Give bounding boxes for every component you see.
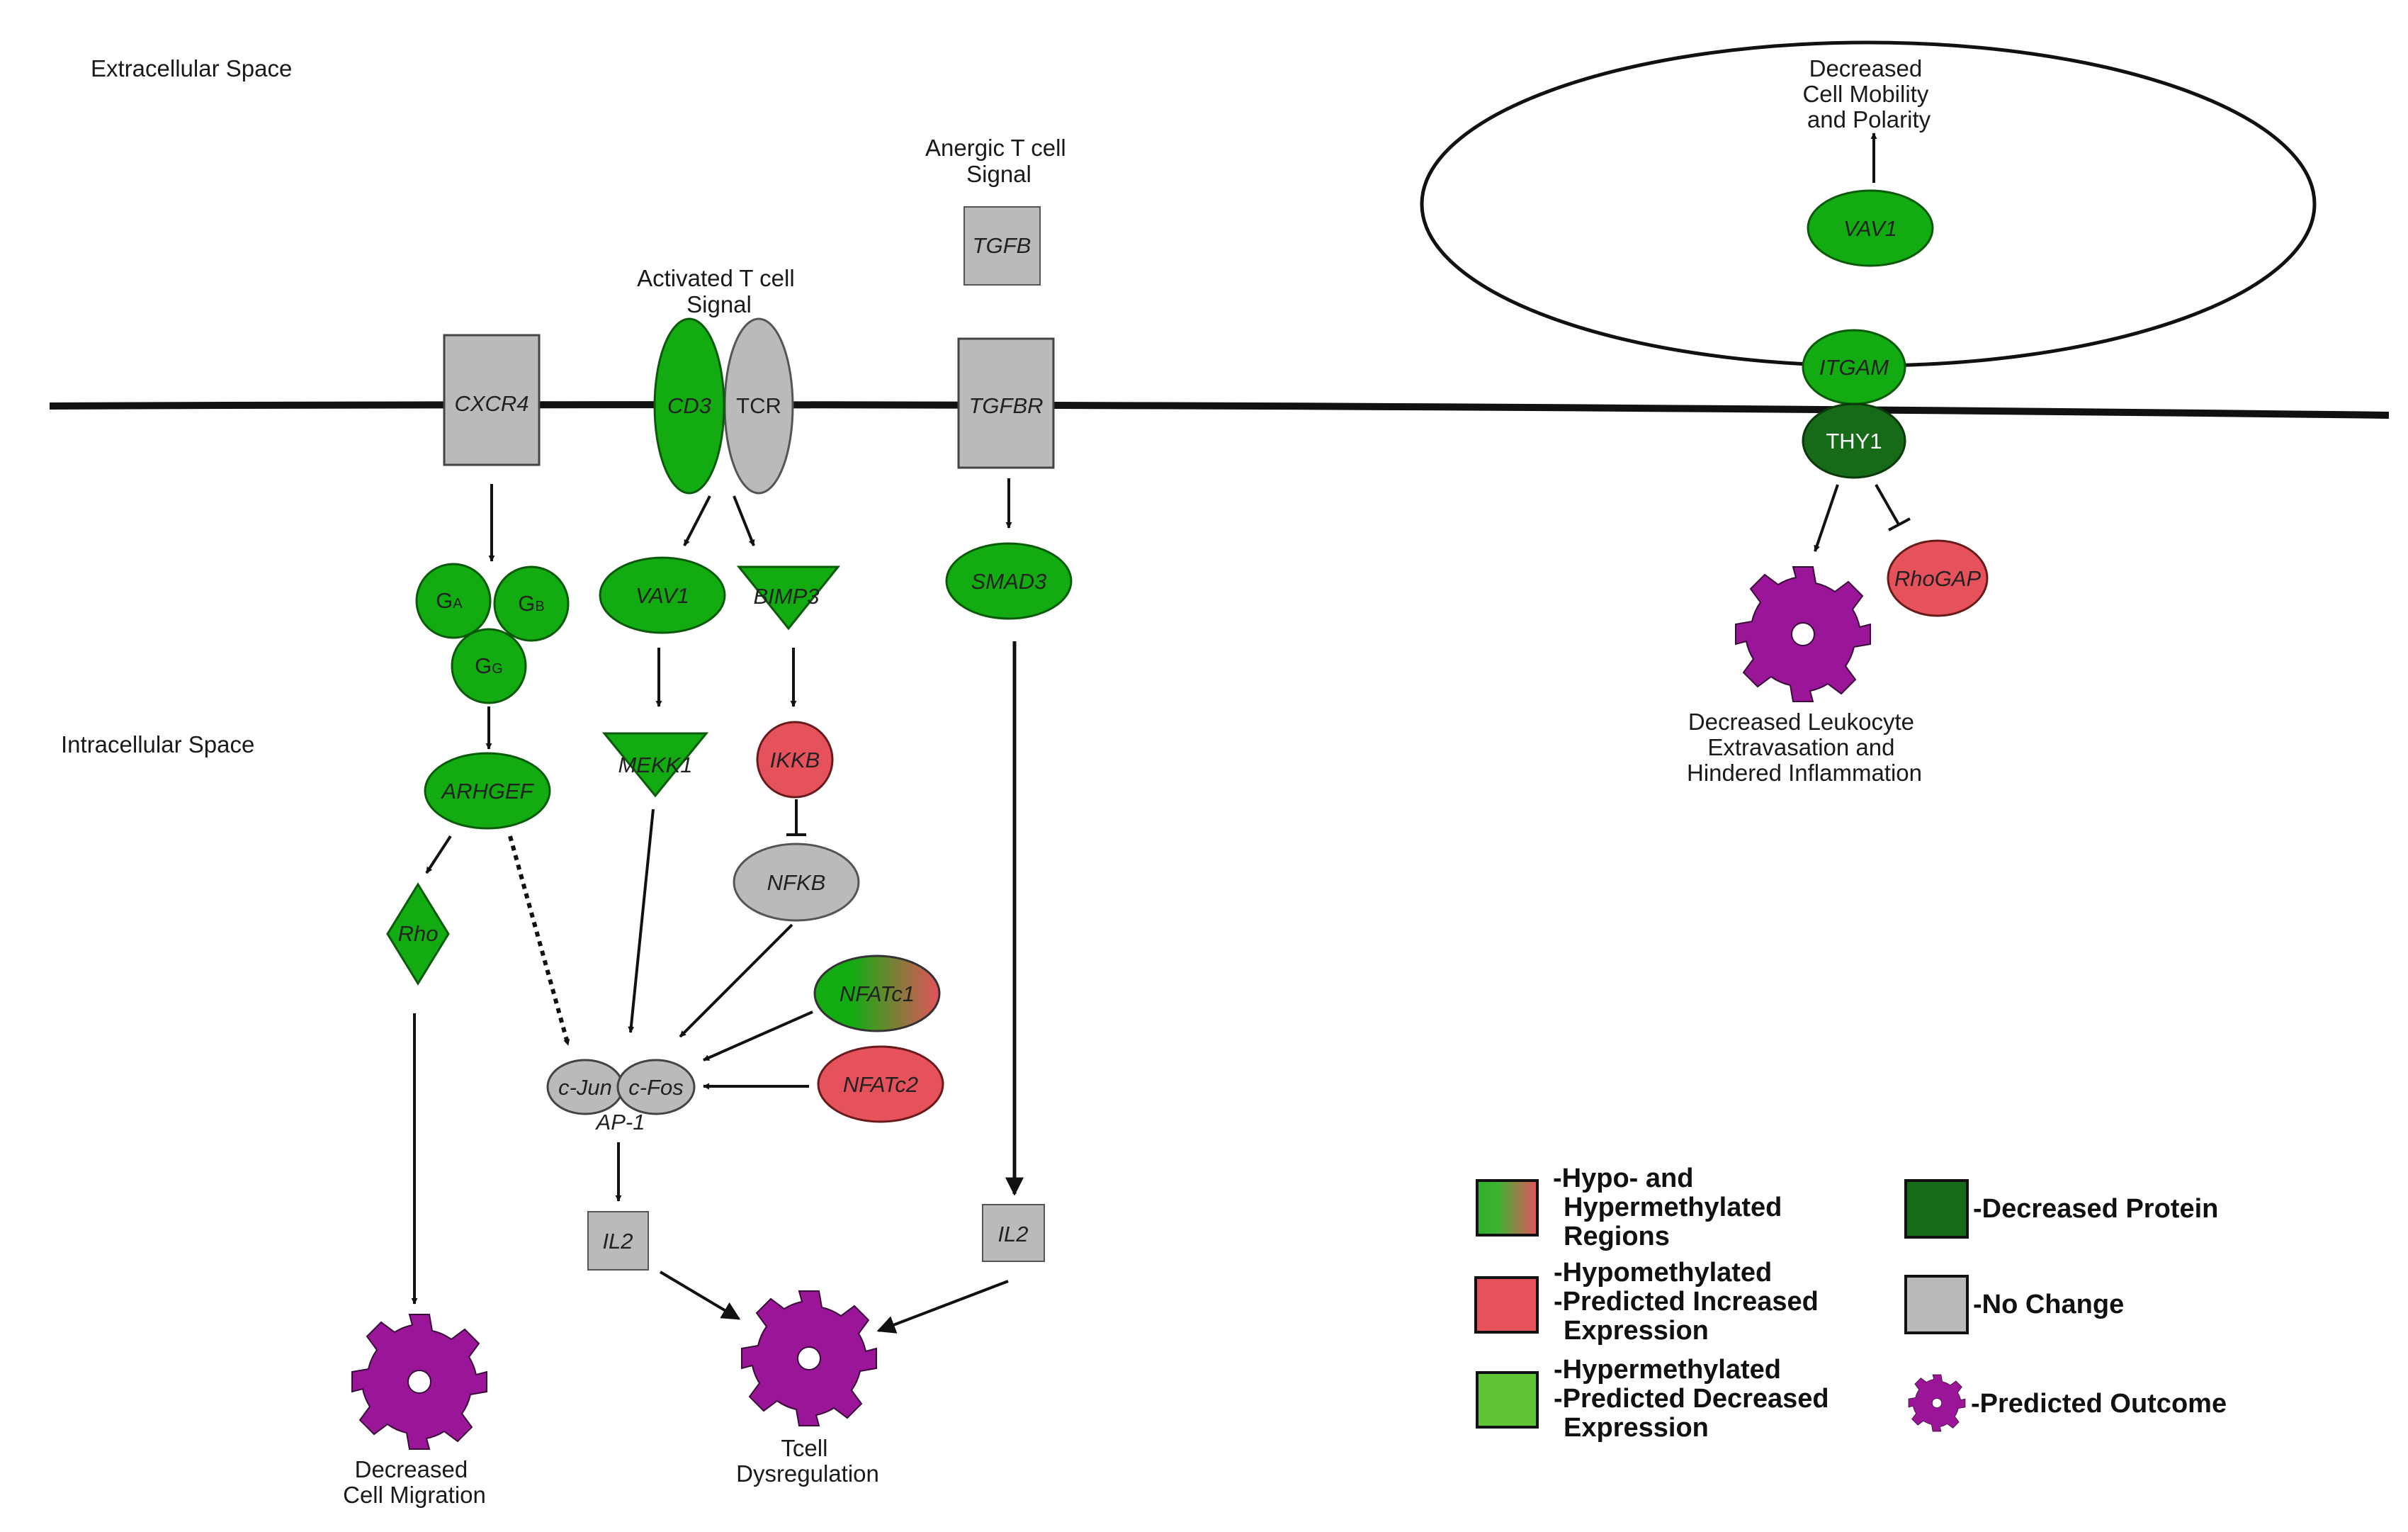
leukocyte-outcome-gear-icon <box>1735 566 1871 702</box>
arhgef-node[interactable]: ARHGEF <box>424 752 551 830</box>
extracellular-space-label: Extracellular Space <box>91 55 292 81</box>
legend-label-decreased-protein: -Decreased Protein <box>1973 1194 2218 1224</box>
tcr-label: TCR <box>736 393 781 418</box>
mekk1-node[interactable]: MEKK1 <box>601 732 709 798</box>
tgfb-label: TGFB <box>973 233 1031 258</box>
legend-label-hypo-hyper: -Hypo- and Hypermethylated Regions <box>1553 1164 1790 1251</box>
tgfbr-receptor[interactable]: TGFBR <box>957 337 1055 469</box>
inhibit-thy1-to-rhogap <box>1875 484 1900 525</box>
smad3-label: SMAD3 <box>971 569 1047 594</box>
nfatc2-label: NFATc2 <box>843 1072 918 1097</box>
rho-label: Rho <box>398 921 439 946</box>
activated-t-cell-signal-label: Activated T cell Signal <box>637 265 801 317</box>
arrow-tcr-to-bimp3 <box>733 495 755 546</box>
legend-swatch-hyper <box>1476 1371 1539 1429</box>
cd3-receptor[interactable]: CD3 <box>653 317 725 495</box>
svg-text:GB: GB <box>518 591 544 616</box>
migration-outcome-gear-icon <box>351 1314 487 1450</box>
mekk1-label: MEKK1 <box>618 753 692 777</box>
bimp3-node[interactable]: BIMP3 <box>736 565 841 631</box>
arrow-cd3-to-vav1 <box>683 495 711 546</box>
arrow-mekk1-to-ap1 <box>628 809 655 1033</box>
c-fos-label: c-Fos <box>628 1075 684 1100</box>
g-beta-node[interactable]: GB <box>493 565 570 642</box>
tcr-receptor[interactable]: TCR <box>723 317 794 495</box>
nfatc1-node[interactable]: NFATc1 <box>813 954 941 1032</box>
legend: -Hypo- and Hypermethylated Regions -Hypo… <box>1474 1164 2227 1443</box>
arrow-arhgef-to-rho <box>425 835 452 874</box>
vav1-label: VAV1 <box>635 583 689 608</box>
smad3-node[interactable]: SMAD3 <box>945 542 1073 620</box>
g-alpha-node[interactable]: GA <box>415 563 492 639</box>
ikkb-label: IKKB <box>770 748 820 772</box>
rhogap-node[interactable]: RhoGAP <box>1887 539 1989 617</box>
cell-mobility-outcome-label: Decreased Cell Mobility and Polarity <box>1802 55 1935 133</box>
rho-node[interactable]: Rho <box>386 882 450 986</box>
il2-right-label: IL2 <box>997 1222 1028 1246</box>
legend-label-predicted-outcome: -Predicted Outcome <box>1971 1389 2227 1419</box>
il2-left-label: IL2 <box>602 1229 633 1254</box>
dysregulation-outcome-label: Tcell Dysregulation <box>736 1435 879 1487</box>
legend-swatch-decreased-protein <box>1904 1179 1969 1239</box>
tgfb-ligand[interactable]: TGFB <box>963 206 1041 286</box>
arrow-il2-left-to-dysregulation <box>659 1271 741 1320</box>
nfatc1-label: NFATc1 <box>840 981 915 1006</box>
legend-label-hyper: -Hypermethylated -Predicted Decreased Ex… <box>1554 1355 1836 1443</box>
arrow-nfatc1-to-ap1 <box>703 1010 813 1061</box>
thy1-label: THY1 <box>1826 429 1882 454</box>
ap1-label: AP-1 <box>595 1110 645 1134</box>
g-gamma-node[interactable]: GG <box>451 628 527 704</box>
itgam-node[interactable]: ITGAM <box>1802 329 1906 405</box>
arrow-nfkb-to-ap1 <box>679 923 793 1038</box>
legend-swatch-hypo-hyper <box>1476 1179 1539 1237</box>
ap1-complex[interactable]: c-Jun c-Fos AP-1 <box>546 1059 696 1134</box>
c-jun-label: c-Jun <box>558 1075 612 1100</box>
cxcr4-label: CXCR4 <box>454 391 528 416</box>
il2-right-node[interactable]: IL2 <box>982 1204 1045 1262</box>
il2-left-node[interactable]: IL2 <box>587 1211 649 1271</box>
nfkb-node[interactable]: NFKB <box>733 843 860 922</box>
intracellular-space-label: Intracellular Space <box>61 731 254 757</box>
legend-outcome-gear-icon <box>1908 1374 1966 1432</box>
c-fos-node <box>616 1059 696 1115</box>
rhogap-label: RhoGAP <box>1894 566 1982 591</box>
vav1-node[interactable]: VAV1 <box>599 556 726 634</box>
arrow-thy1-to-leukocyte <box>1814 484 1839 552</box>
legend-label-hypo: -Hypomethylated -Predicted Increased Exp… <box>1554 1258 1826 1346</box>
cd3-label: CD3 <box>667 393 711 418</box>
leukocyte-outcome-label: Decreased Leukocyte Extravasation and Hi… <box>1687 709 1922 786</box>
cell-membrane <box>49 401 2390 419</box>
legend-swatch-no-change <box>1904 1275 1969 1334</box>
bimp3-label: BIMP3 <box>753 584 819 609</box>
svg-text:GA: GA <box>436 588 463 613</box>
ikkb-node[interactable]: IKKB <box>756 721 834 799</box>
anergic-t-cell-signal-label: Anergic T cell Signal <box>925 135 1073 187</box>
migration-outcome-label: Decreased Cell Migration <box>343 1456 486 1508</box>
thy1-node[interactable]: THY1 <box>1802 402 1906 479</box>
tgfbr-label: TGFBR <box>968 393 1043 418</box>
cxcr4-receptor[interactable]: CXCR4 <box>443 334 541 466</box>
itgam-label: ITGAM <box>1819 355 1889 380</box>
legend-swatch-hypo <box>1474 1276 1539 1334</box>
legend-label-no-change: -No Change <box>1973 1290 2124 1319</box>
dysregulation-outcome-gear-icon <box>741 1290 877 1426</box>
dotted-arrow-arhgef-to-ap1 <box>508 835 570 1046</box>
nfatc2-node[interactable]: NFATc2 <box>817 1045 944 1123</box>
vav1-adjacent-cell-node[interactable]: VAV1 <box>1807 189 1934 267</box>
inhibit-bar-rhogap <box>1888 517 1911 531</box>
svg-text:GG: GG <box>475 653 503 678</box>
arhgef-label: ARHGEF <box>440 779 534 804</box>
arrow-il2-right-to-dysregulation <box>876 1280 1009 1334</box>
nfkb-label: NFKB <box>767 870 826 895</box>
vav1-adjacent-label: VAV1 <box>1843 216 1897 241</box>
